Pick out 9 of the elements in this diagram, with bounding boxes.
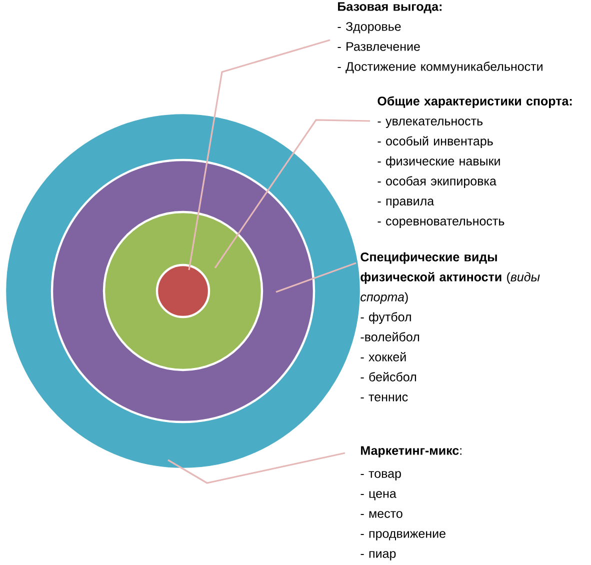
center-circle [156, 264, 210, 318]
callout-text: Базовая выгода: - Здоровье - Развлечение - Достижение коммуникабельности [338, 2, 542, 74]
callout-text: Специфические виды физической актиности (виды спорта) - футбол -волейбол - хоккей - бейсбол - теннис [360, 252, 540, 402]
callout-text: Маркетинг-микс: - товар - цена - место - продвижение - пиар [360, 446, 462, 560]
leader-line [214, 119, 370, 268]
leader-line [188, 39, 330, 270]
leader-line [276, 262, 356, 293]
leader-line [168, 452, 346, 484]
callout-text: Общие характеристики спорта: - увлекательность - особый инвентарь - физические навыки - особая экипировка - правила - соревновательность [378, 96, 572, 228]
